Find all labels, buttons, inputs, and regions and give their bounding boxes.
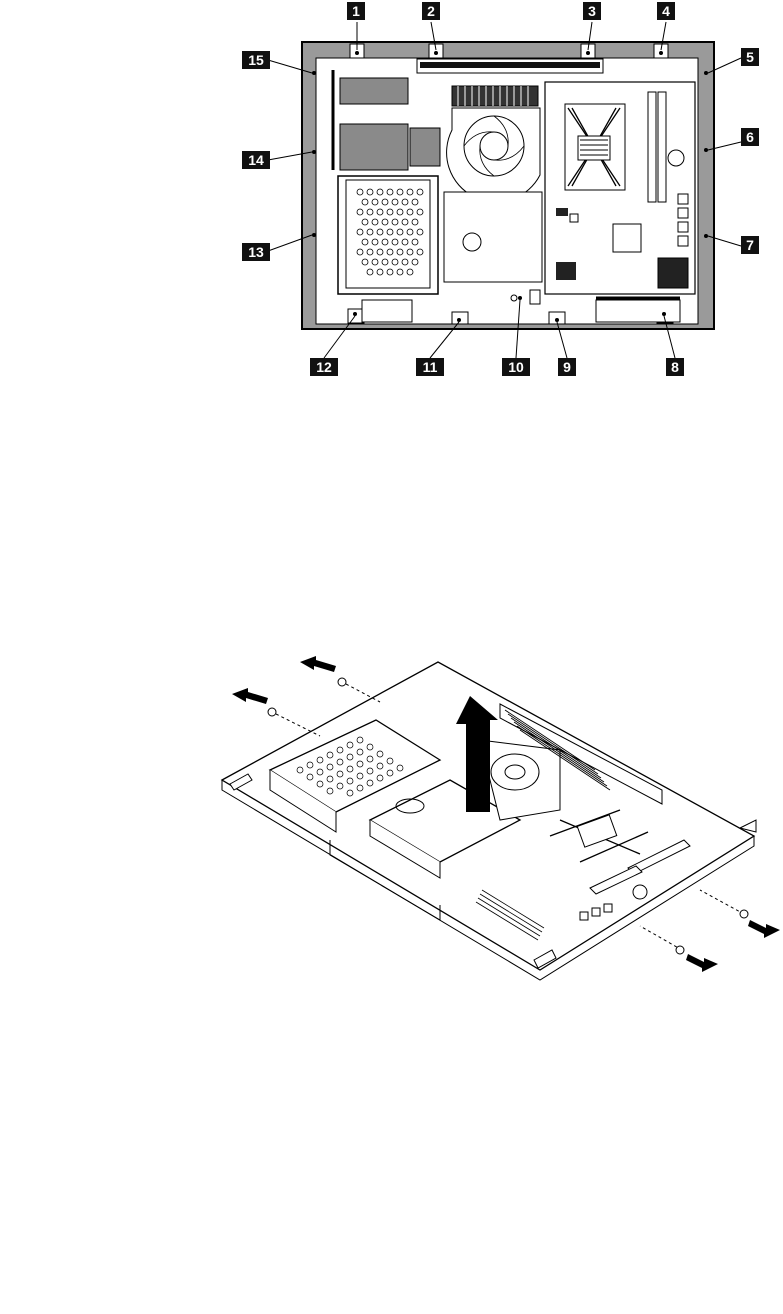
callout-13: 13 [242, 243, 270, 261]
callout-4: 4 [657, 2, 675, 20]
arrow-left-1 [300, 656, 336, 672]
svg-text:11: 11 [423, 359, 438, 375]
callout-2: 2 [422, 2, 440, 20]
svg-text:15: 15 [248, 52, 264, 68]
callout-9: 9 [558, 358, 576, 376]
callout-3: 3 [583, 2, 601, 20]
chassis-removal-diagram [0, 640, 783, 1020]
svg-text:9: 9 [563, 359, 571, 375]
callout-6: 6 [741, 128, 759, 146]
arrow-right-1 [748, 920, 780, 938]
svg-text:1: 1 [352, 3, 360, 19]
svg-text:5: 5 [746, 49, 754, 65]
svg-text:7: 7 [746, 237, 754, 253]
callout-11: 11 [416, 358, 444, 376]
callout-1: 1 [347, 2, 365, 20]
svg-text:3: 3 [588, 3, 596, 19]
callout-8: 8 [666, 358, 684, 376]
callout-14: 14 [242, 151, 270, 169]
svg-text:10: 10 [508, 359, 524, 375]
svg-text:8: 8 [671, 359, 679, 375]
svg-text:6: 6 [746, 129, 754, 145]
callout-7: 7 [741, 236, 759, 254]
svg-text:12: 12 [316, 359, 332, 375]
arrow-left-2 [232, 688, 268, 704]
callout-10: 10 [502, 358, 530, 376]
callout-15: 15 [242, 51, 270, 69]
callout-5: 5 [741, 48, 759, 66]
svg-text:4: 4 [662, 3, 670, 19]
svg-text:2: 2 [427, 3, 435, 19]
arrow-right-2 [686, 954, 718, 972]
screw-location-diagram: 1 2 3 4 5 6 7 8 9 10 11 12 13 14 15 [0, 0, 783, 390]
svg-text:14: 14 [248, 152, 264, 168]
svg-text:13: 13 [248, 244, 264, 260]
callout-12: 12 [310, 358, 338, 376]
